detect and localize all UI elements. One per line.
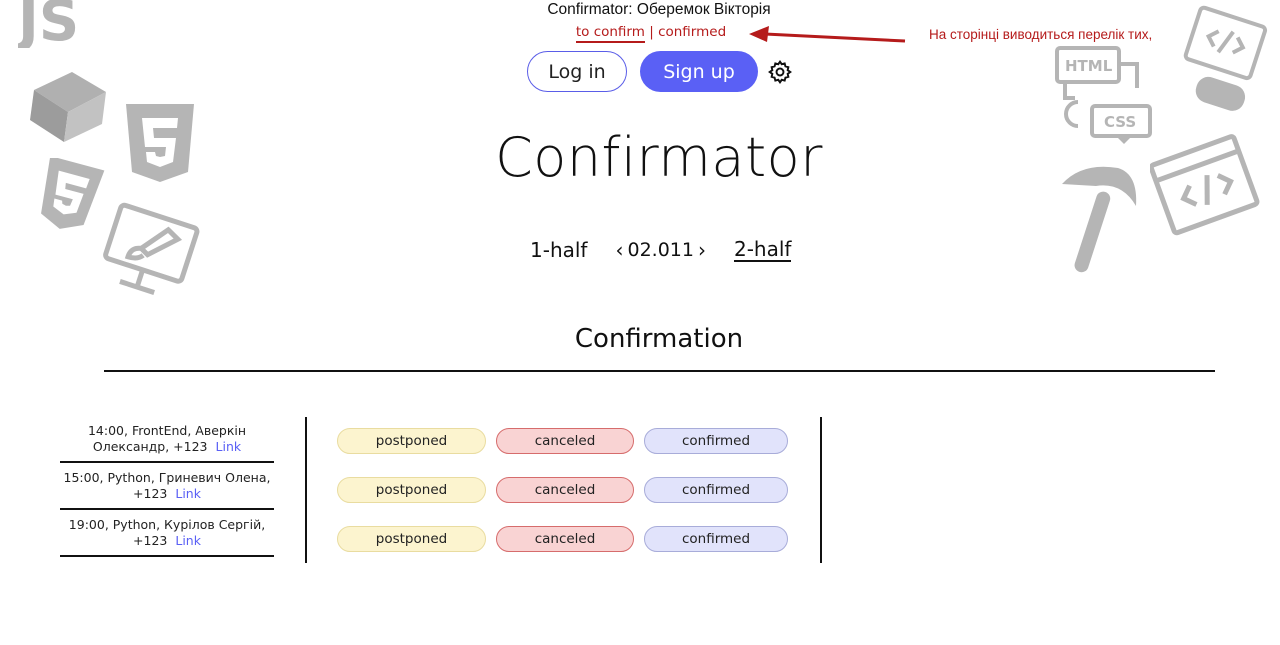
section-title: Confirmation xyxy=(574,324,744,354)
signup-button[interactable]: Sign up xyxy=(640,51,758,92)
login-button[interactable]: Log in xyxy=(527,51,627,92)
entry-link[interactable]: Link xyxy=(175,486,201,501)
entries-list: 14:00, FrontEnd, Аверкін Олександр, +123… xyxy=(60,417,274,557)
gear-icon[interactable] xyxy=(767,59,793,85)
status-row: postponed canceled confirmed xyxy=(337,477,788,503)
half-navigation: 1-half ‹ 02.011 › 2-half xyxy=(530,237,792,262)
annotation-arrow-icon xyxy=(749,26,906,43)
entry-text: 19:00, Python, Курілов Сергій, +123 xyxy=(68,517,266,548)
svg-text:HTML: HTML xyxy=(1065,57,1113,75)
svg-text:JS: JS xyxy=(18,0,79,48)
column-divider-left xyxy=(305,417,307,563)
svg-text:CSS: CSS xyxy=(1104,113,1136,131)
css3-shield-icon xyxy=(41,158,105,229)
postponed-button[interactable]: postponed xyxy=(337,526,486,552)
canceled-button[interactable]: canceled xyxy=(496,428,634,454)
code-monitor-gamepad-icon xyxy=(1183,5,1268,111)
html-tag-icon: HTML xyxy=(1055,46,1139,100)
tab-confirmed[interactable]: confirmed xyxy=(658,24,727,40)
postponed-button[interactable]: postponed xyxy=(337,477,486,503)
confirmator-name: Confirmator: Оберемок Вікторія xyxy=(547,1,771,18)
column-divider-right xyxy=(820,417,822,563)
postponed-button[interactable]: postponed xyxy=(337,428,486,454)
entry-text: 14:00, FrontEnd, Аверкін Олександр, +123 xyxy=(87,423,247,454)
confirmed-button[interactable]: confirmed xyxy=(644,526,788,552)
entry-link[interactable]: Link xyxy=(175,533,201,548)
entry-text: 15:00, Python, Гриневич Олена, +123 xyxy=(63,470,271,501)
tab-separator: | xyxy=(649,24,654,40)
list-item: 14:00, FrontEnd, Аверкін Олександр, +123… xyxy=(60,417,274,463)
status-row: postponed canceled confirmed xyxy=(337,428,788,454)
section-divider xyxy=(104,370,1215,372)
confirmed-button[interactable]: confirmed xyxy=(644,428,788,454)
html5-shield-icon xyxy=(126,104,194,182)
chevron-left-icon[interactable]: ‹ xyxy=(615,238,624,262)
canceled-button[interactable]: canceled xyxy=(496,477,634,503)
first-half-tab[interactable]: 1-half xyxy=(530,238,588,262)
confirmed-button[interactable]: confirmed xyxy=(644,477,788,503)
pickaxe-icon xyxy=(1062,166,1137,273)
code-window-icon xyxy=(1150,134,1260,236)
tab-to-confirm[interactable]: to confirm xyxy=(575,24,645,43)
auth-bar: Log in Sign up xyxy=(527,51,793,92)
cube-icon xyxy=(30,72,106,142)
js-logo-icon: JS xyxy=(18,0,79,48)
annotation-text: На сторінці виводиться перелік тих, xyxy=(929,27,1153,42)
view-toggle: to confirm | confirmed xyxy=(0,24,1280,43)
chevron-right-icon[interactable]: › xyxy=(697,238,706,262)
page-title: Confirmator xyxy=(495,126,823,189)
entry-link[interactable]: Link xyxy=(215,439,242,454)
status-row: postponed canceled confirmed xyxy=(337,526,788,552)
canceled-button[interactable]: canceled xyxy=(496,526,634,552)
status-actions: postponed canceled confirmed postponed c… xyxy=(337,428,788,575)
css-tag-icon: CSS xyxy=(1064,100,1152,144)
second-half-tab[interactable]: 2-half xyxy=(733,237,792,262)
current-date: 02.011 xyxy=(627,239,694,261)
monitor-paintbrush-icon xyxy=(103,202,200,295)
